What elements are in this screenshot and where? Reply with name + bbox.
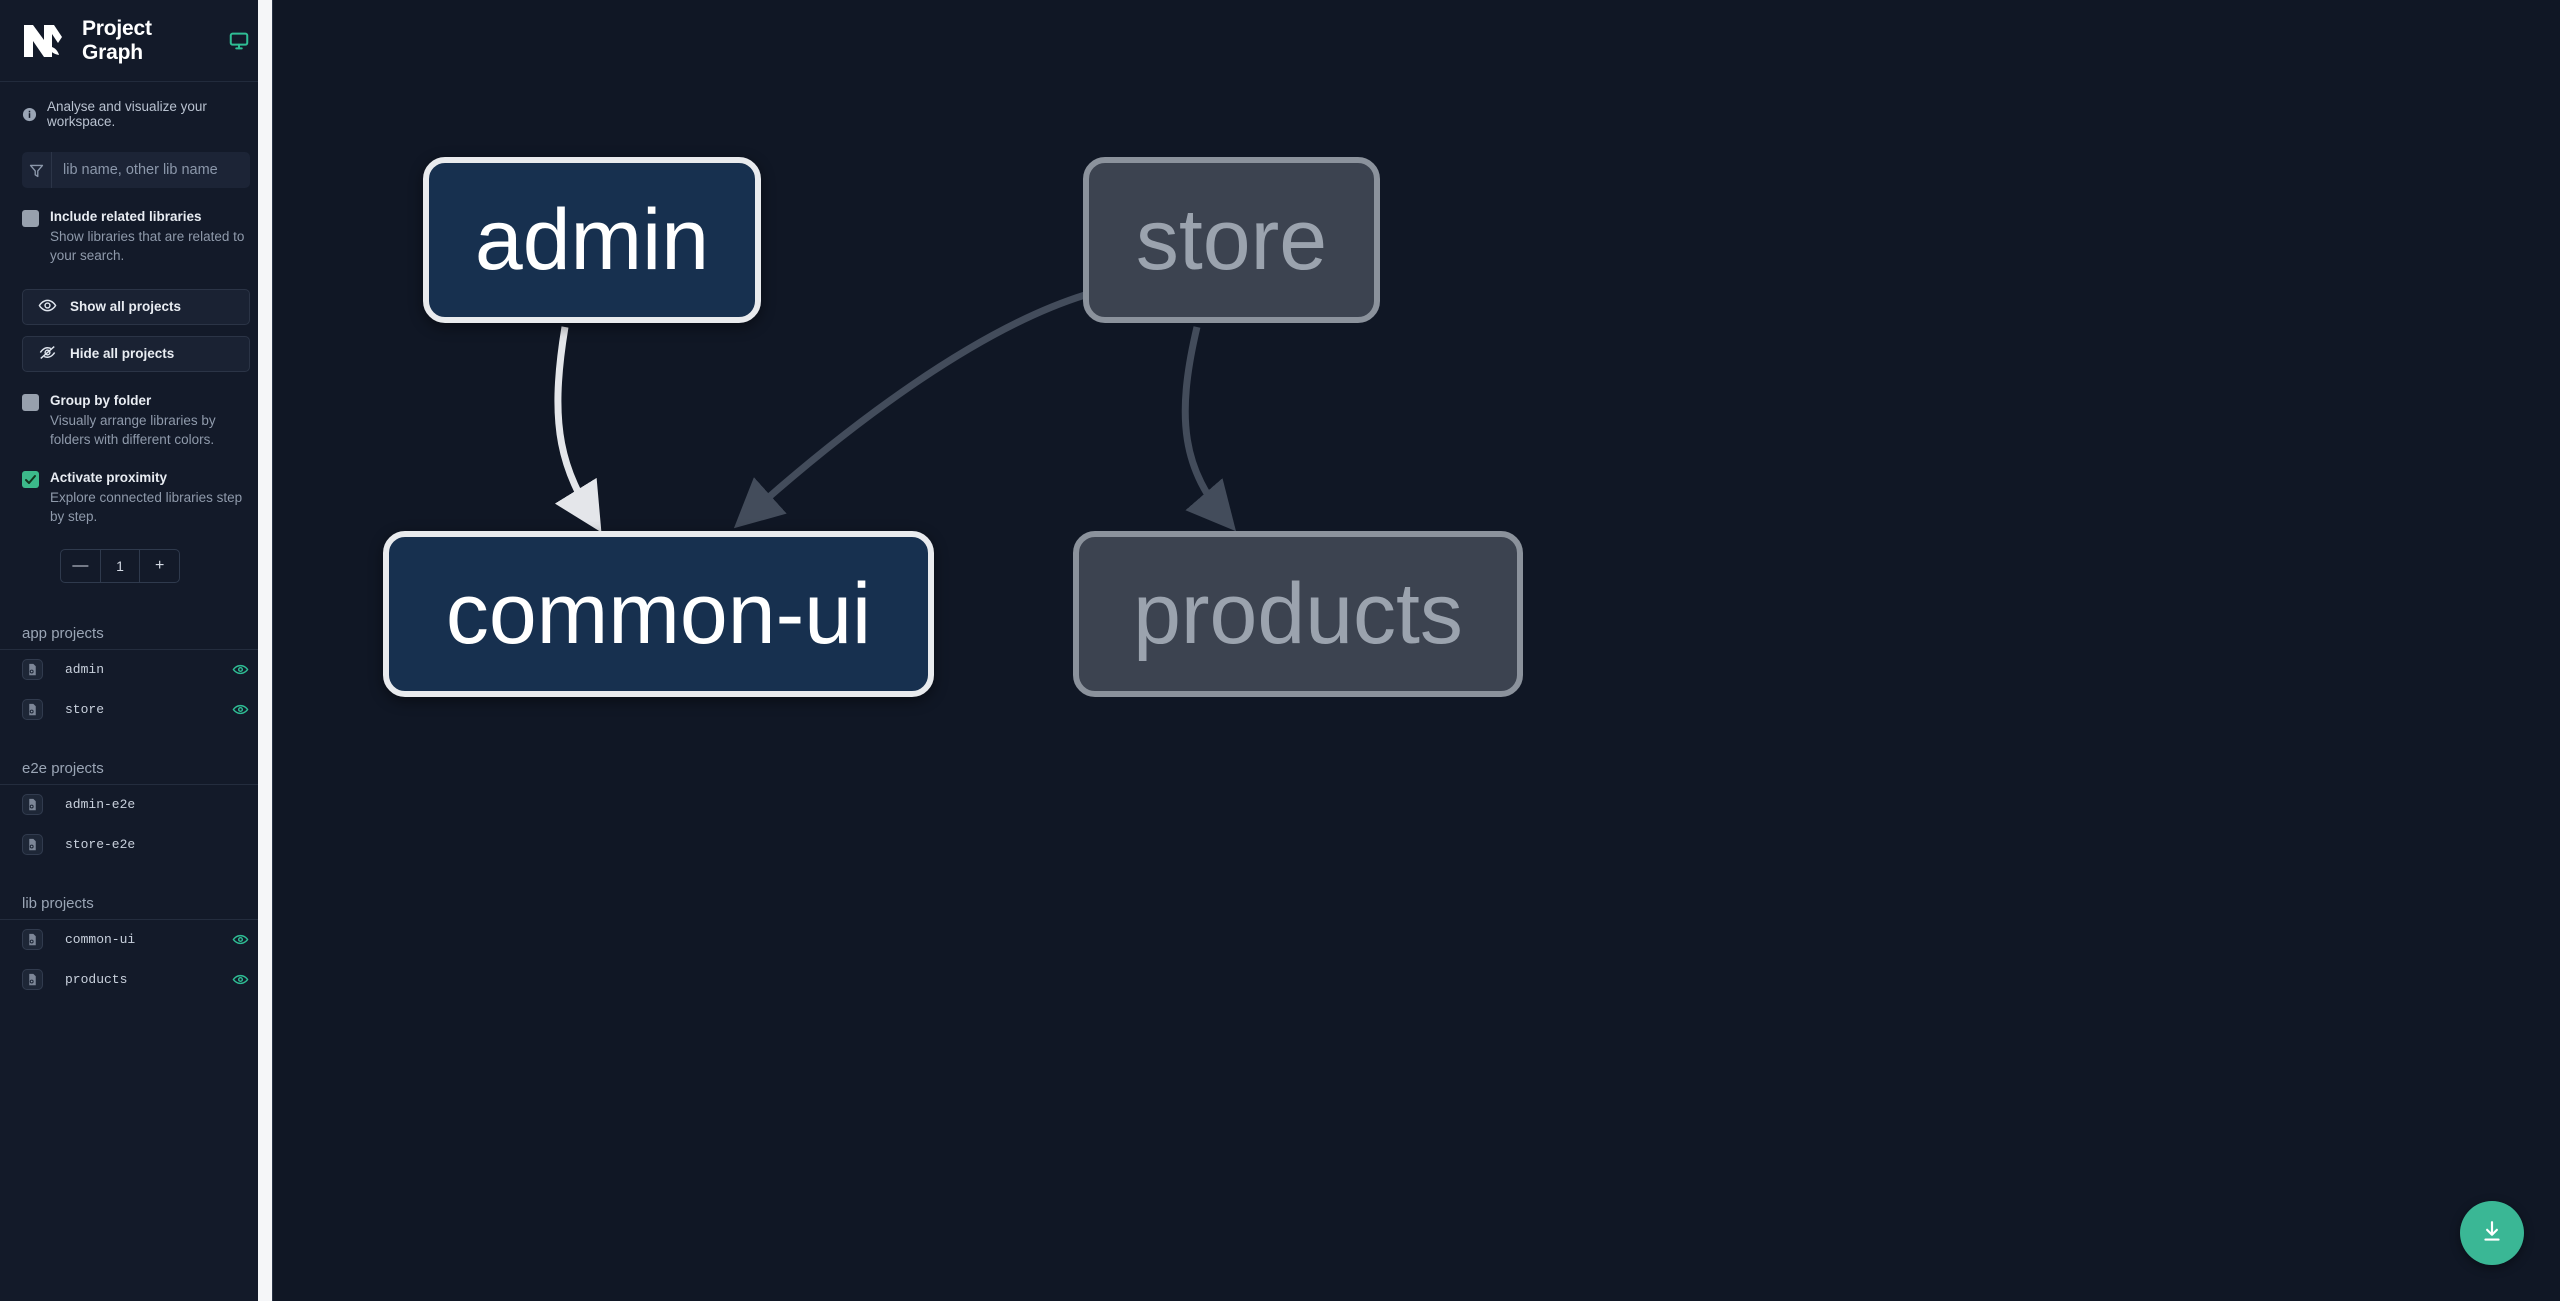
graph-node-products[interactable]: products [1073,531,1523,697]
graph-node-store[interactable]: store [1083,157,1380,323]
proximity-stepper[interactable]: — 1 + [60,548,180,583]
info-icon [22,107,37,122]
project-name: common-ui [65,932,136,948]
project-row-store-e2e[interactable]: store-e2e [0,825,272,865]
project-visibility-eye-icon[interactable] [230,930,250,950]
download-icon [2479,1219,2505,1248]
project-name: products [65,972,128,988]
graph-node-admin[interactable]: admin [423,157,761,323]
graph-canvas[interactable]: admin store common-ui products [273,0,2560,1301]
project-name: store-e2e [65,837,136,853]
show-all-projects-button[interactable]: Show all projects [22,288,250,325]
project-row-common-ui[interactable]: common-ui [0,920,272,960]
project-file-icon [22,834,43,856]
graph-node-common-ui[interactable]: common-ui [383,531,934,697]
search-field[interactable] [22,152,250,188]
project-file-icon [22,794,43,816]
graph-node-label: admin [474,192,710,288]
option-include-related[interactable]: Include related libraries Show libraries… [0,208,272,266]
tagline-text: Analyse and visualize your workspace. [47,99,207,129]
project-file-icon [22,659,43,681]
project-name: admin [65,662,105,678]
page-title: Project Graph [82,16,152,64]
project-visibility-eye-icon[interactable] [230,700,250,720]
graph-edges [554,291,1237,533]
activate-proximity-description: Explore connected libraries step by step… [50,490,243,525]
activate-proximity-label: Activate proximity [50,470,168,486]
edge-store-to-common-ui [733,291,1087,529]
option-group-by-folder[interactable]: Group by folder Visually arrange librari… [0,392,272,450]
eye-icon [38,296,57,318]
sidebar: Project Graph Analyse and visualize your… [0,0,273,1301]
proximity-decrement-button[interactable]: — [61,549,101,582]
graph-node-label: products [1133,566,1463,662]
sidebar-header: Project Graph [0,0,272,82]
project-visibility-eye-icon[interactable] [230,835,250,855]
nx-logo [22,21,64,61]
monitor-icon[interactable] [228,30,250,52]
group-by-folder-description: Visually arrange libraries by folders wi… [50,412,216,447]
project-row-admin[interactable]: admin [0,650,272,690]
project-group-lib: lib projects common-ui [0,895,272,1000]
project-file-icon [22,699,43,721]
edge-admin-to-common-ui [554,326,602,533]
project-group-title: app projects [0,625,272,650]
project-group-e2e: e2e projects admin-e2e [0,760,272,865]
funnel-icon [28,162,45,179]
search-input[interactable] [52,152,250,188]
eye-off-icon [38,343,57,365]
hide-all-projects-button[interactable]: Hide all projects [22,335,250,372]
proximity-increment-button[interactable]: + [155,556,165,574]
project-group-app: app projects admin [0,625,272,730]
show-all-projects-label: Show all projects [70,299,182,315]
project-visibility-eye-icon[interactable] [230,795,250,815]
graph-node-label: store [1135,192,1328,288]
hide-all-projects-label: Hide all projects [70,346,175,362]
project-file-icon [22,969,43,991]
include-related-checkbox[interactable] [22,210,39,227]
include-related-label: Include related libraries [50,209,202,224]
download-graph-button[interactable] [2460,1201,2524,1265]
project-row-admin-e2e[interactable]: admin-e2e [0,785,272,825]
graph-node-label: common-ui [445,566,872,662]
tagline: Analyse and visualize your workspace. [0,82,272,137]
project-visibility-eye-icon[interactable] [230,970,250,990]
project-name: admin-e2e [65,797,136,813]
option-activate-proximity[interactable]: Activate proximity Explore connected lib… [0,469,272,527]
project-group-title: lib projects [0,895,272,920]
proximity-value: 1 [101,549,141,582]
project-visibility-eye-icon[interactable] [230,660,250,680]
project-file-icon [22,929,43,951]
group-by-folder-checkbox[interactable] [22,393,39,411]
edge-store-to-products [1181,326,1237,532]
project-group-title: e2e projects [0,760,272,785]
activate-proximity-checkbox[interactable] [22,471,39,489]
project-name: store [65,702,105,718]
sidebar-scrollbar[interactable] [258,0,272,1301]
project-row-products[interactable]: products [0,960,272,1000]
filter-icon-box [22,152,52,188]
group-by-folder-label: Group by folder [50,392,152,408]
include-related-description: Show libraries that are related to your … [50,229,245,264]
project-row-store[interactable]: store [0,690,272,730]
